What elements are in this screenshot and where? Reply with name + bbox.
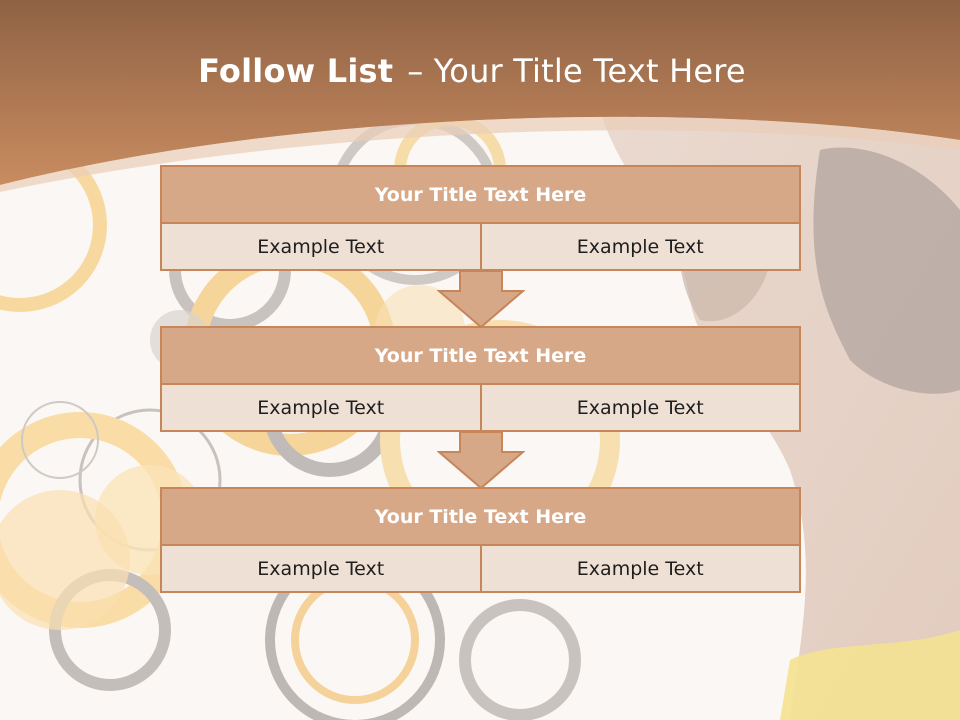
block-cell-left[interactable]: Example Text bbox=[162, 224, 480, 269]
block-row: Example Text Example Text bbox=[162, 224, 799, 269]
slide-title: Follow List – Your Title Text Here bbox=[0, 52, 944, 90]
down-arrow-icon bbox=[437, 271, 525, 329]
block-cell-right[interactable]: Example Text bbox=[479, 385, 799, 430]
block-title[interactable]: Your Title Text Here bbox=[162, 489, 799, 546]
block-title[interactable]: Your Title Text Here bbox=[162, 167, 799, 224]
down-arrow-icon bbox=[437, 432, 525, 490]
block-cell-left[interactable]: Example Text bbox=[162, 546, 480, 591]
header-band bbox=[0, 0, 960, 185]
header-band-highlight bbox=[0, 116, 960, 192]
slide-title-bold: Follow List bbox=[198, 52, 394, 90]
block-row: Example Text Example Text bbox=[162, 546, 799, 591]
list-block-1: Your Title Text Here Example Text Exampl… bbox=[160, 165, 801, 271]
block-cell-right[interactable]: Example Text bbox=[479, 546, 799, 591]
list-block-3: Your Title Text Here Example Text Exampl… bbox=[160, 487, 801, 593]
block-cell-right[interactable]: Example Text bbox=[479, 224, 799, 269]
slide-title-rest: – Your Title Text Here bbox=[407, 52, 746, 90]
block-title[interactable]: Your Title Text Here bbox=[162, 328, 799, 385]
block-cell-left[interactable]: Example Text bbox=[162, 385, 480, 430]
list-block-2: Your Title Text Here Example Text Exampl… bbox=[160, 326, 801, 432]
block-row: Example Text Example Text bbox=[162, 385, 799, 430]
